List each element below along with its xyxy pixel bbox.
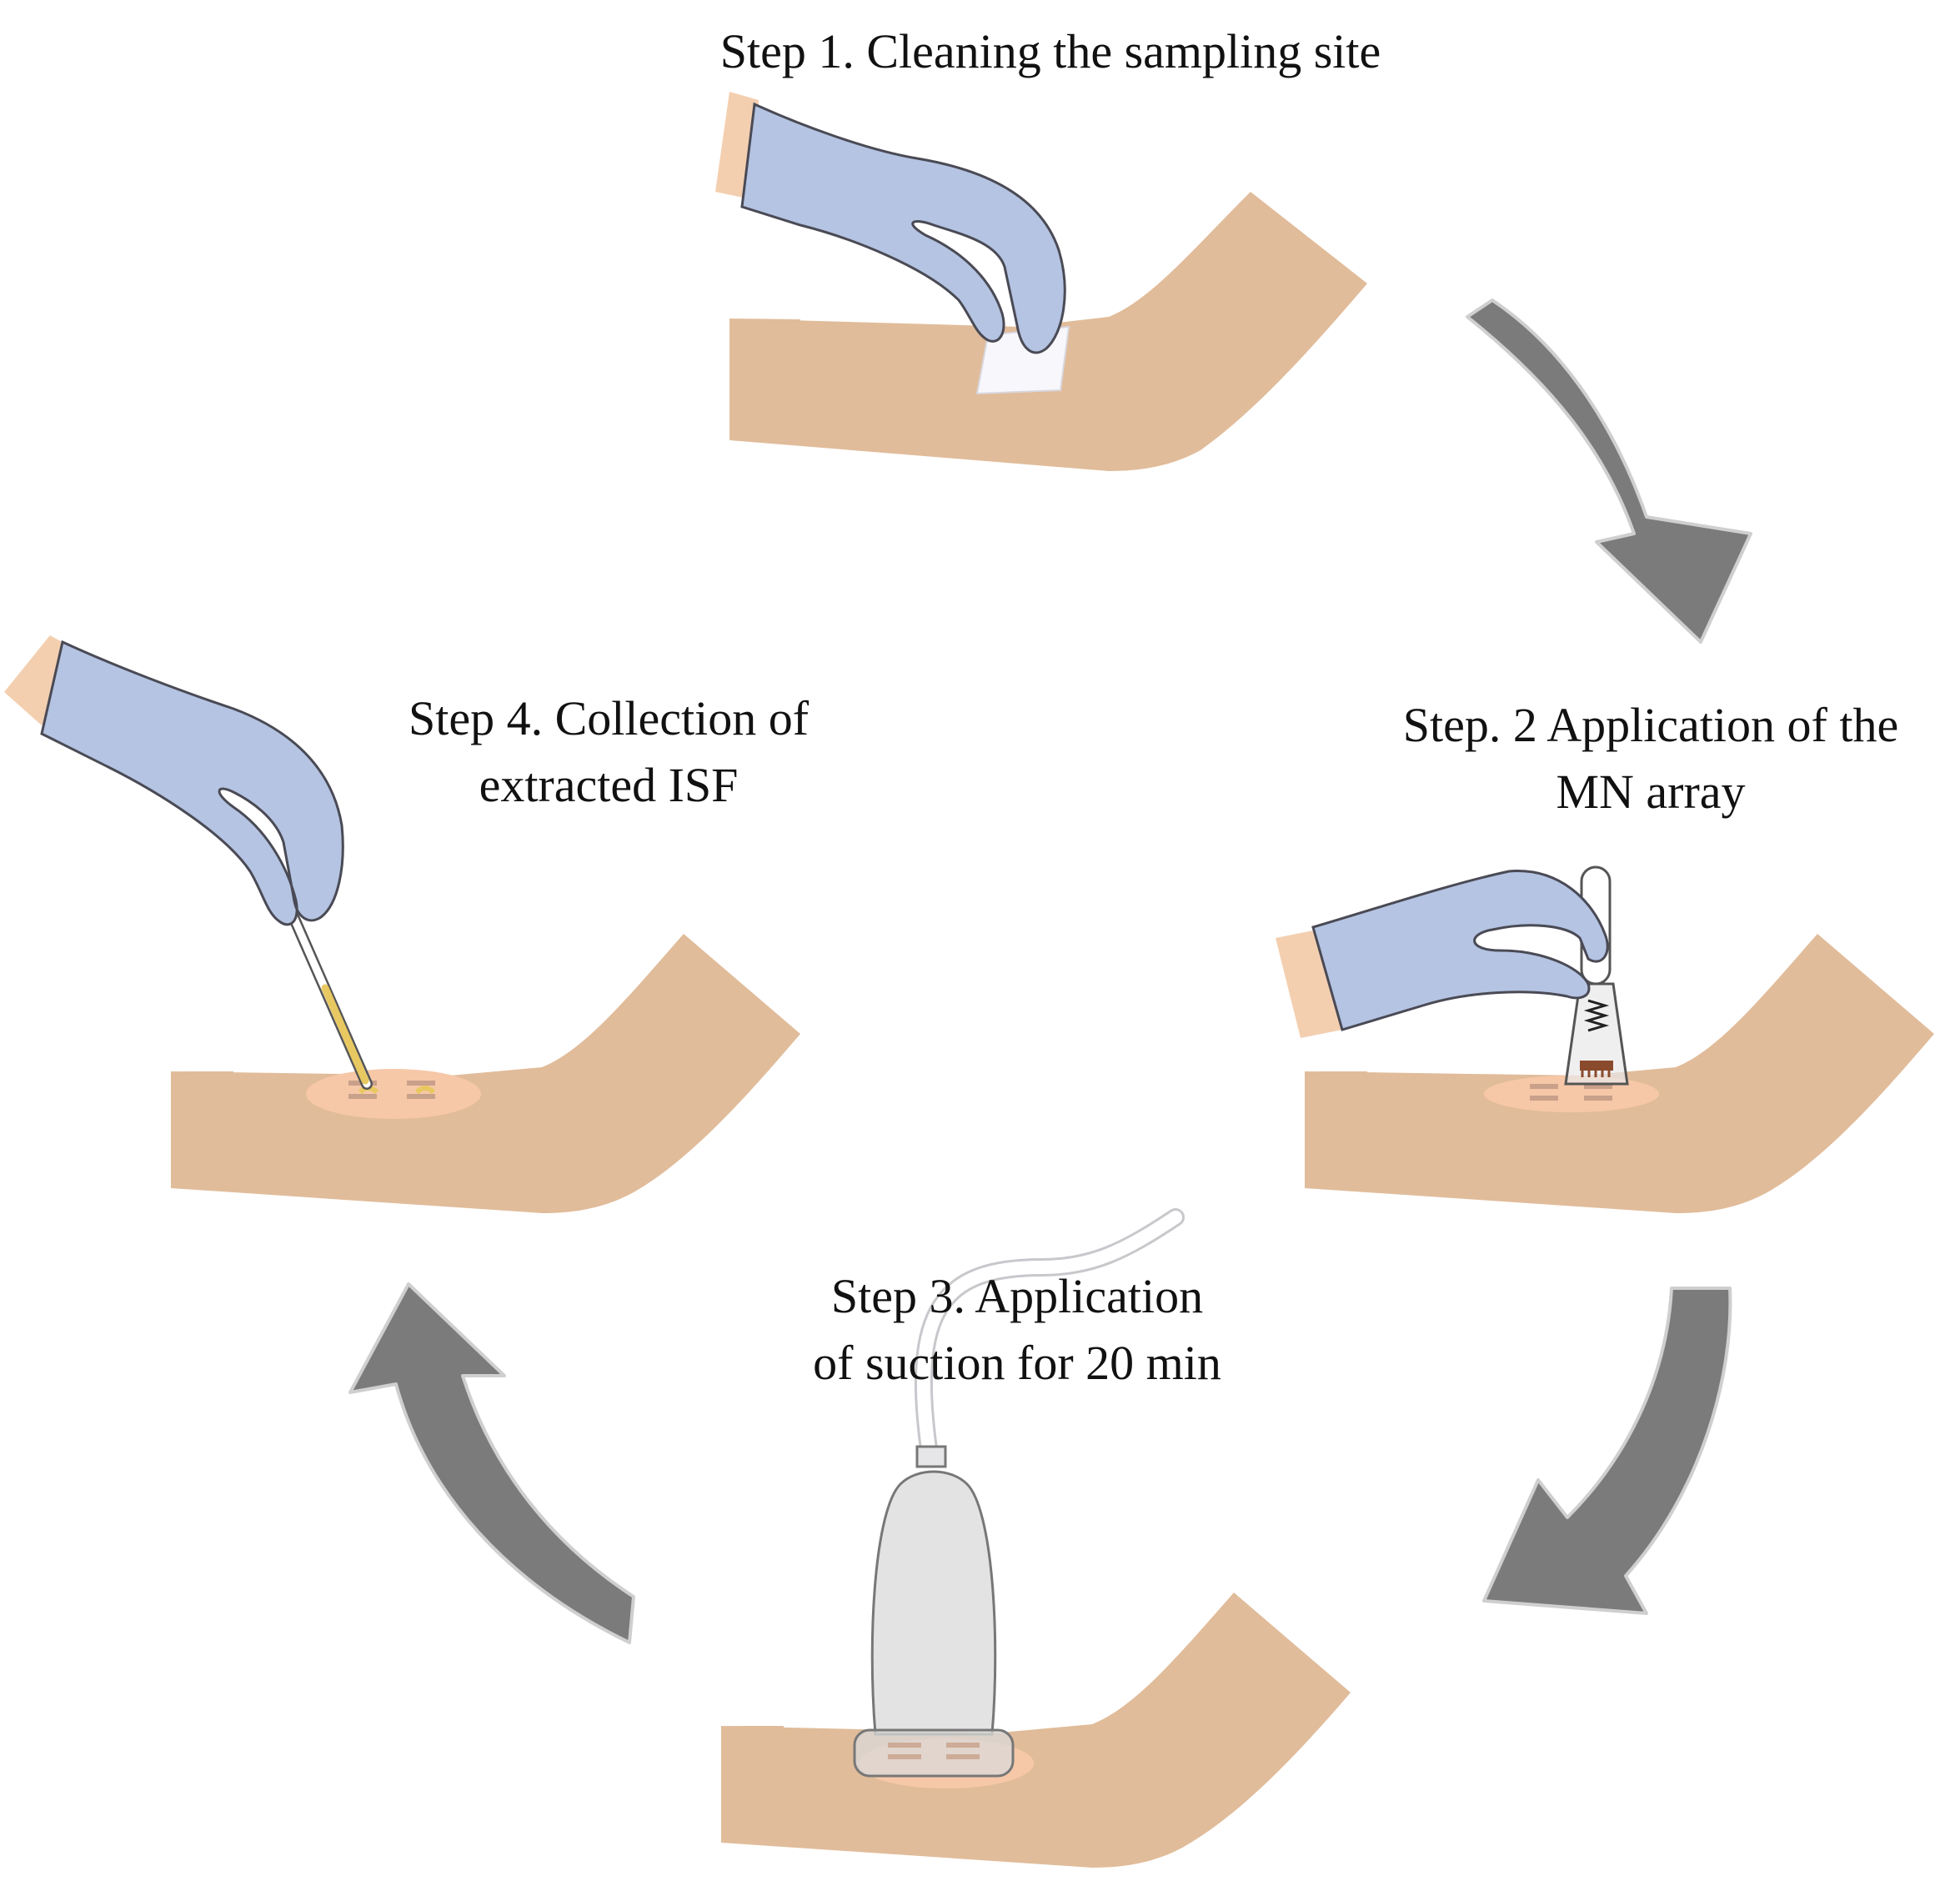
- step4-label-line1: Step 4. Collection of: [408, 691, 810, 745]
- suction-cup: [853, 1208, 1185, 1778]
- arrow-step3-to-step4: [348, 1282, 635, 1644]
- step4-label-line2: extracted ISF: [479, 758, 739, 812]
- step3-arm: [721, 1593, 1351, 1868]
- step3-label-line2: of suction for 20 min: [813, 1336, 1221, 1390]
- step4-gloved-hand: [4, 635, 344, 926]
- step2-label: Step. 2 Application of the MN array: [1326, 692, 1960, 825]
- step2-site-marks: [1530, 1084, 1612, 1101]
- step1-gloved-hand: [715, 92, 1066, 354]
- step2-gloved-hand: [1276, 870, 1609, 1038]
- step4-arm: [171, 934, 800, 1213]
- step4-sampling-site: [306, 1069, 481, 1119]
- step3-label: Step 3. Application of suction for 20 mi…: [734, 1263, 1301, 1397]
- step2-label-line1: Step. 2 Application of the: [1402, 698, 1899, 752]
- capillary-tube: [286, 907, 373, 1090]
- mn-applicator: [1564, 865, 1629, 1086]
- step3-label-line1: Step 3. Application: [830, 1269, 1204, 1323]
- step4-label: Step 4. Collection of extracted ISF: [333, 685, 884, 819]
- arrow-step2-to-step3: [1482, 1287, 1732, 1615]
- step1-label-line1: Step 1. Cleaning the sampling site: [719, 24, 1381, 78]
- arrow-step1-to-step2: [1466, 298, 1752, 644]
- step1-label: Step 1. Cleaning the sampling site: [584, 18, 1517, 85]
- step2-label-line2: MN array: [1556, 765, 1746, 819]
